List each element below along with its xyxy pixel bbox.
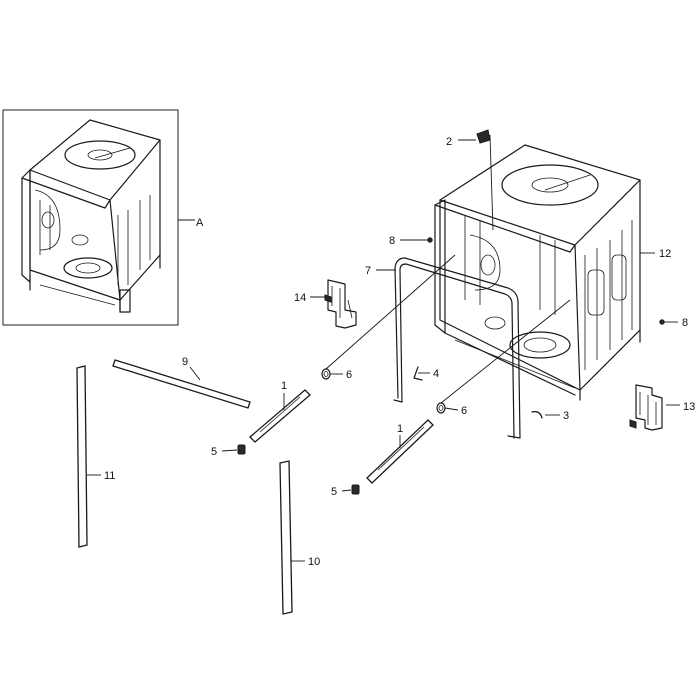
- callout-8-left: 8: [389, 235, 395, 247]
- callout-labels: 2 A 8 12 7 14 8 9 6 4 1 13 6 3 1 5 11 5 …: [104, 136, 695, 568]
- callout-2: 2: [446, 136, 452, 148]
- callout-1-lower: 1: [397, 423, 403, 435]
- tub-main: [434, 144, 641, 401]
- hinge-bracket-13: [629, 384, 663, 431]
- part-5-cap-lower: [351, 484, 360, 495]
- callout-6-right: 6: [461, 405, 467, 417]
- callout-14: 14: [294, 292, 306, 304]
- callout-8-right: 8: [682, 317, 688, 329]
- rail-1-lower: [366, 419, 434, 484]
- part-5-cap-upper: [237, 444, 246, 455]
- tub-assembly-inset: [2, 109, 179, 326]
- callout-6-left: 6: [346, 369, 352, 381]
- trim-strip-10: [279, 460, 293, 615]
- hinge-bracket-14: [324, 279, 357, 329]
- part-4-hook: [413, 366, 423, 381]
- part-6-grommet-left: [321, 368, 331, 380]
- callout-A: A: [196, 217, 204, 229]
- rail-1-upper: [249, 389, 311, 443]
- door-gasket: [393, 257, 521, 439]
- callout-4: 4: [433, 368, 439, 380]
- part-8-screw-left: [427, 237, 433, 243]
- part-2-clip: [476, 129, 491, 144]
- callout-1-upper: 1: [281, 380, 287, 392]
- callout-10: 10: [308, 556, 320, 568]
- part-6-grommet-right: [436, 402, 446, 414]
- part-3-clip: [531, 411, 543, 419]
- callout-3: 3: [563, 410, 569, 422]
- leader-lines: [87, 134, 680, 562]
- callout-5-lower: 5: [331, 486, 337, 498]
- callout-7: 7: [365, 265, 371, 277]
- callout-11: 11: [104, 470, 115, 482]
- part-8-screw-right: [659, 319, 665, 325]
- callout-5-upper: 5: [211, 446, 217, 458]
- callout-13: 13: [683, 401, 695, 413]
- trim-strip-11: [76, 365, 88, 548]
- trim-strip-9: [112, 359, 251, 409]
- callout-12: 12: [659, 248, 671, 260]
- callout-9: 9: [182, 356, 188, 368]
